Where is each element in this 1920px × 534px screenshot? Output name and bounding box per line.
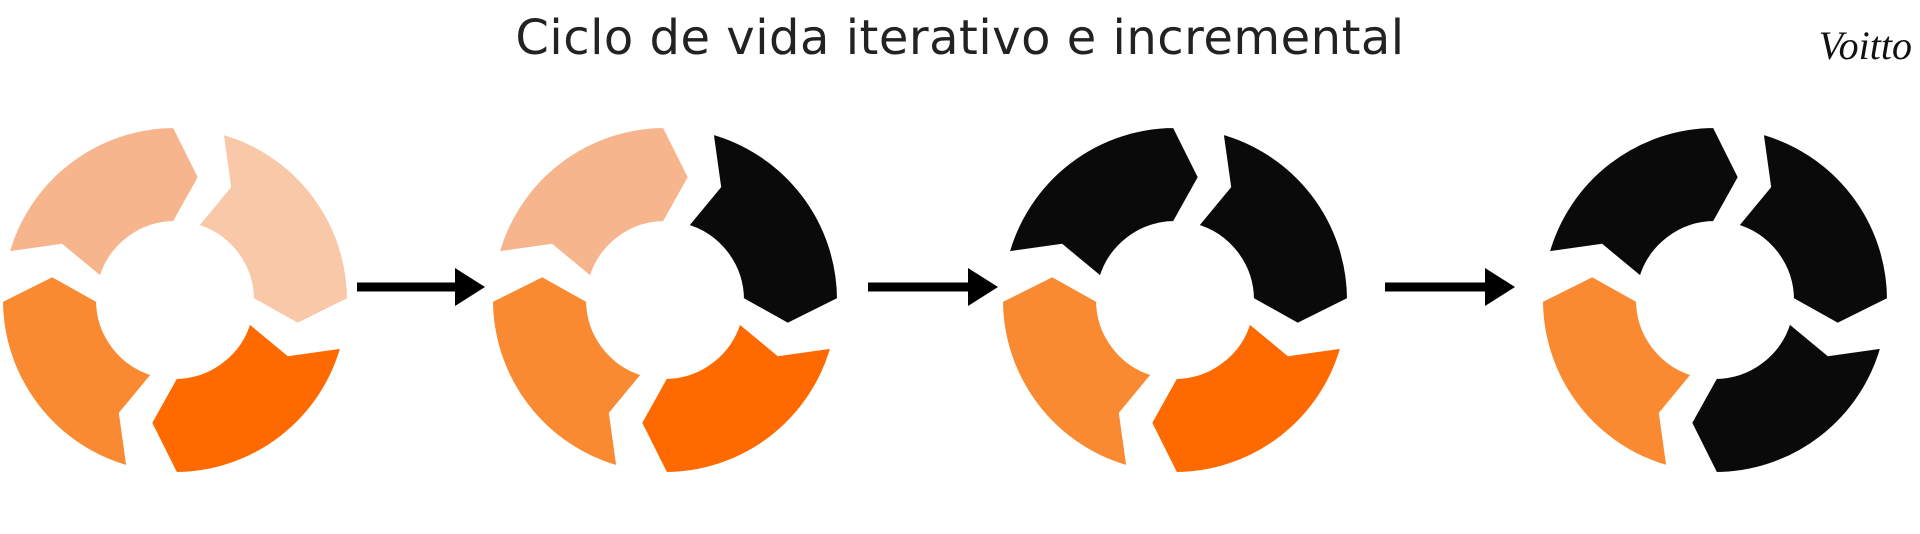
cycle-2-segment-4: [679, 126, 844, 330]
cycle-4-segment-2: [1536, 270, 1701, 474]
cycle-1-segment-3: [1, 121, 205, 286]
arrow-2: [868, 268, 998, 306]
cycle-3-segment-1: [1145, 314, 1349, 479]
cycle-1-segment-2: [0, 270, 161, 474]
cycle-3: [996, 121, 1354, 479]
arrow-head: [455, 268, 485, 306]
diagram-title: Ciclo de vida iterativo e incremental: [515, 10, 1405, 66]
logo-text: Voitto: [1818, 23, 1912, 68]
cycle-4-segment-3: [1541, 121, 1745, 286]
arrow-3: [1385, 268, 1515, 306]
cycle-4-segment-4: [1729, 126, 1894, 330]
arrow-head: [968, 268, 998, 306]
cycle-3-segment-4: [1189, 126, 1354, 330]
cycle-2-segment-1: [635, 314, 839, 479]
cycle-4-segment-1: [1685, 314, 1889, 479]
cycle-2-segment-2: [486, 270, 651, 474]
cycle-3-segment-2: [996, 270, 1161, 474]
cycle-2-segment-3: [491, 121, 695, 286]
arrow-1: [357, 268, 485, 306]
voitto-logo: Voitto: [1819, 22, 1912, 69]
cycle-1-segment-4: [189, 126, 354, 330]
cycle-1-segment-1: [145, 314, 349, 479]
cycle-1: [0, 121, 354, 479]
arrow-head: [1485, 268, 1515, 306]
cycle-3-segment-3: [1001, 121, 1205, 286]
cycle-4: [1536, 121, 1894, 479]
cycle-2: [486, 121, 844, 479]
